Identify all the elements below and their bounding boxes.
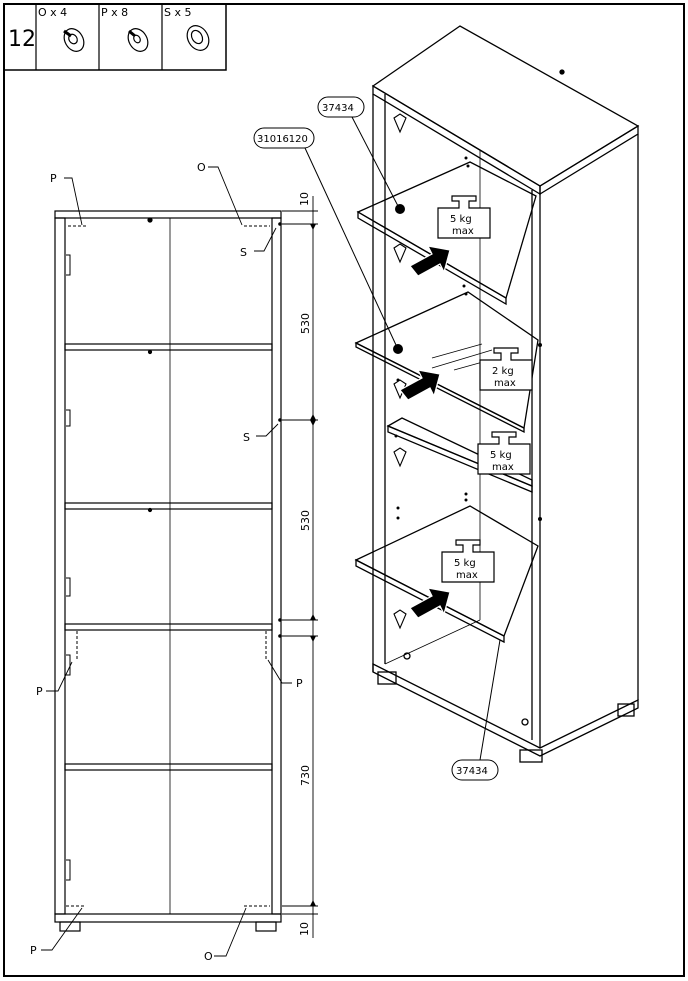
load-label-2-weight: 2 kg [492, 366, 514, 377]
part-number-top-shelf: 37434 [322, 103, 354, 114]
load-label-1-unit: max [452, 226, 474, 237]
load-weights [437, 195, 533, 583]
load-label-2-unit: max [494, 378, 516, 389]
front-foot-right [255, 921, 277, 932]
parts-header: 12 O x 4 P x 8 S x 5 [3, 3, 227, 71]
shelf-marker-glass [393, 344, 403, 354]
front-right-side [271, 217, 282, 915]
dim-middle-section: 530 [299, 510, 312, 531]
iso-foot-right [617, 703, 635, 717]
part-callout-top-shelf [317, 96, 365, 118]
callout-o-bottom: O [204, 950, 213, 963]
load-label-1-weight: 5 kg [450, 214, 472, 225]
shelf-pin-icon [127, 28, 149, 52]
callout-s-middle: S [243, 431, 250, 444]
iso-top-surface [371, 25, 640, 187]
load-label-3-unit: max [492, 462, 514, 473]
dim-bottom-gap: 10 [298, 922, 311, 936]
weight-icon [479, 347, 533, 391]
page-frame [3, 3, 685, 977]
weight-icon [437, 195, 491, 239]
front-foot-left [59, 921, 81, 932]
part-number-callouts [253, 96, 501, 781]
part-label-p: P x 8 [101, 6, 128, 19]
weight-icon [477, 431, 531, 475]
part-label-s: S x 5 [164, 6, 191, 19]
step-number: 12 [8, 27, 36, 52]
iso-foot-front [519, 749, 543, 763]
front-bottom-panel [54, 913, 282, 923]
part-label-o: O x 4 [38, 6, 67, 19]
load-label-3-weight: 5 kg [490, 450, 512, 461]
part-callout-glass-shelf [253, 127, 315, 149]
callout-s-top: S [240, 246, 247, 259]
callout-p-top: P [50, 172, 57, 185]
part-number-bottom-shelf: 37434 [456, 766, 488, 777]
front-left-side [54, 217, 66, 915]
callout-p-bottom: P [30, 944, 37, 957]
front-shelf-1 [64, 343, 273, 351]
shelf-marker-top [395, 204, 405, 214]
weight-icon [441, 539, 495, 583]
front-hinges [66, 254, 71, 881]
washer-icon [186, 25, 210, 51]
front-top-panel [54, 210, 282, 219]
parts-header-box [3, 3, 227, 71]
cam-bolt-icon [63, 28, 85, 52]
dimension-lines [278, 196, 318, 938]
front-view [41, 166, 292, 957]
dim-lower-section: 730 [299, 765, 312, 786]
front-shelf-3 [64, 623, 273, 631]
isometric-cabinet [354, 25, 640, 763]
dim-upper-section: 530 [299, 313, 312, 334]
callout-p-lower-left: P [36, 685, 43, 698]
callout-p-lower-right: P [296, 677, 303, 690]
front-shelf-2 [64, 502, 273, 510]
load-label-4-unit: max [456, 570, 478, 581]
front-shelf-4 [64, 763, 273, 771]
insertion-arrows [399, 245, 451, 619]
part-number-glass-shelf: 31016120 [257, 134, 308, 145]
iso-foot-left [377, 671, 397, 685]
part-callout-bottom-shelf [451, 759, 499, 781]
load-label-4-weight: 5 kg [454, 558, 476, 569]
callout-o-top: O [197, 161, 206, 174]
dim-top-gap: 10 [298, 192, 311, 206]
